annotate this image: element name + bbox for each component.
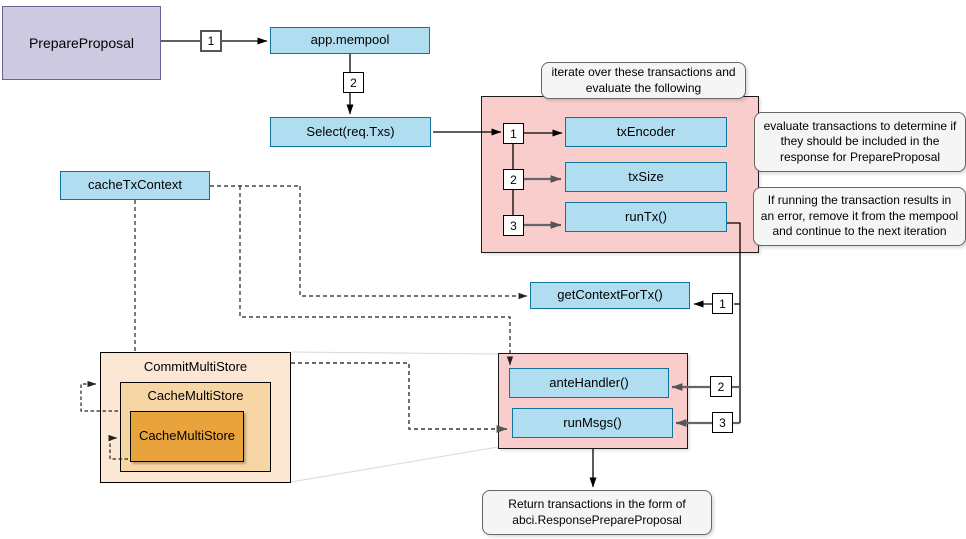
- node-prepare-proposal: PrepareProposal: [2, 6, 161, 80]
- note-evaluate: evaluate transactions to determine if th…: [754, 112, 966, 172]
- node-run-tx: runTx(): [565, 202, 727, 232]
- badge-iterate-3: 3: [503, 215, 524, 236]
- badge-iterate-2: 2: [503, 169, 524, 190]
- cache-multi-store-outer-label: CacheMultiStore: [147, 388, 244, 403]
- node-tx-size: txSize: [565, 162, 727, 192]
- note-on-error: If running the transaction results in an…: [753, 187, 966, 246]
- badge-step-2: 2: [343, 72, 364, 93]
- badge-runtx-2: 2: [710, 376, 732, 397]
- node-app-mempool: app.mempool: [270, 27, 430, 54]
- node-select-req-txs: Select(req.Txs): [270, 117, 431, 147]
- node-run-msgs: runMsgs(): [512, 408, 673, 438]
- badge-runtx-1: 1: [712, 293, 733, 314]
- node-tx-encoder: txEncoder: [565, 117, 727, 147]
- note-iterate: iterate over these transactions and eval…: [541, 62, 746, 99]
- note-return: Return transactions in the form of abci.…: [482, 490, 712, 535]
- node-cache-multi-store-inner: CacheMultiStore: [130, 411, 244, 462]
- node-cache-tx-context: cacheTxContext: [60, 171, 210, 200]
- node-get-context-for-tx: getContextForTx(): [530, 282, 690, 309]
- badge-step-1: 1: [200, 30, 222, 52]
- badge-runtx-3: 3: [712, 412, 733, 433]
- badge-iterate-1: 1: [503, 123, 524, 144]
- node-ante-handler: anteHandler(): [509, 368, 669, 398]
- commit-multi-store-label: CommitMultiStore: [143, 359, 248, 374]
